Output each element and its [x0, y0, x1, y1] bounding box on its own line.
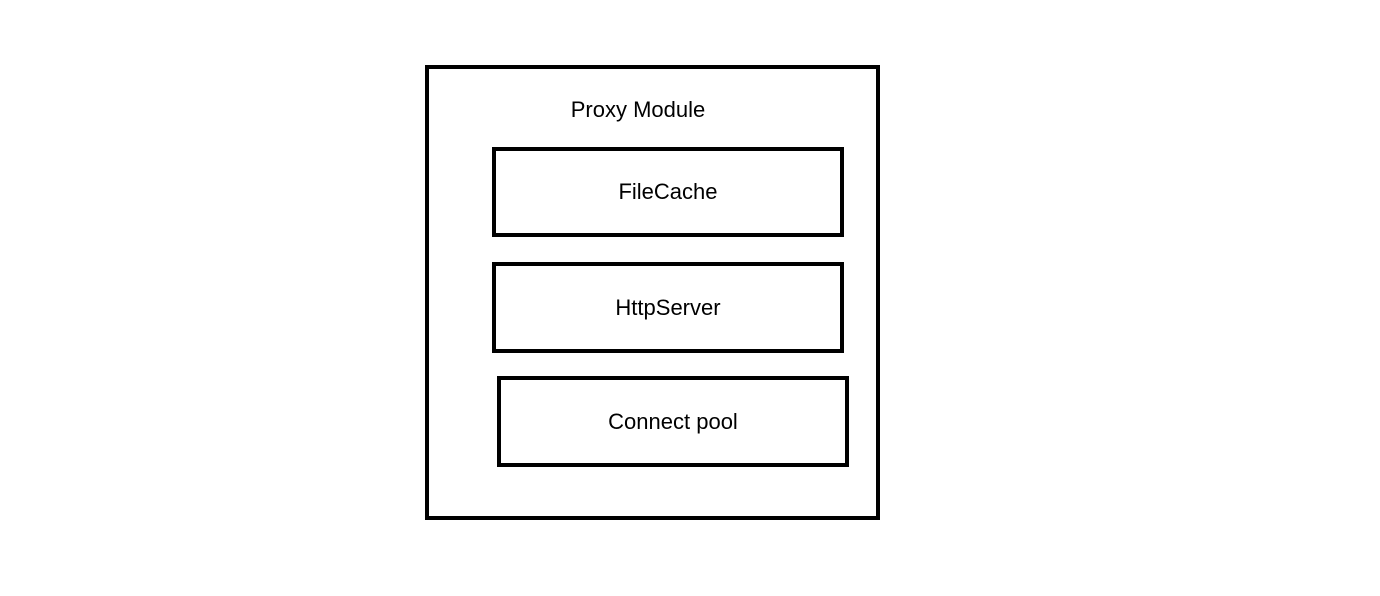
filecache-box: FileCache [492, 147, 844, 237]
httpserver-label: HttpServer [615, 294, 721, 320]
filecache-label: FileCache [618, 179, 718, 204]
connect-pool-label: Connect pool [608, 408, 738, 434]
proxy-module-label: Proxy Module [570, 97, 706, 122]
proxy-module-box: Proxy Module FileCache HttpServer Connec… [425, 65, 880, 520]
httpserver-box: HttpServer [492, 262, 844, 353]
connect-pool-box: Connect pool [497, 376, 849, 467]
